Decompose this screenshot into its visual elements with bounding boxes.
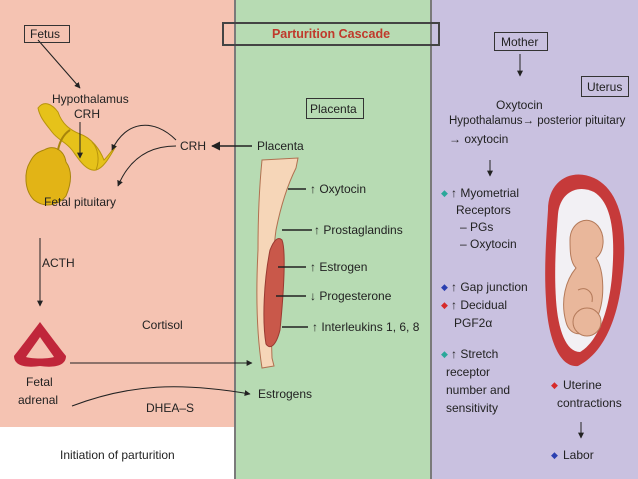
stretch-line-1: ↑ Stretch xyxy=(451,347,499,361)
placenta-item-oxytocin: ↑ Oxytocin xyxy=(310,182,367,196)
labor-label: Labor xyxy=(563,448,594,462)
placenta-source-label: Placenta xyxy=(257,139,304,153)
uterine-line-2: contractions xyxy=(557,396,622,410)
myometrial-line-1: ↑ Myometrial xyxy=(451,186,520,200)
gap-junction-label: ↑ Gap junction xyxy=(451,280,528,294)
teal-bullet-icon-2: ◆ xyxy=(441,349,448,359)
placenta-item-prostaglandins: ↑ Prostaglandins xyxy=(314,223,403,237)
mother-box xyxy=(494,32,548,51)
placenta-box-label: Placenta xyxy=(310,102,357,116)
stretch-line-3: number and xyxy=(446,383,511,397)
red-bullet-icon: ◆ xyxy=(441,300,448,310)
decidual-line-1: ↑ Decidual xyxy=(451,298,508,312)
fetus-box xyxy=(24,25,70,43)
decidual-line-2: PGF2α xyxy=(454,316,493,330)
placenta-crh-label: CRH xyxy=(180,139,206,153)
placenta-item-progesterone: ↓ Progesterone xyxy=(310,289,392,303)
fetus-panel xyxy=(0,0,234,479)
fetal-adrenal-label-2: adrenal xyxy=(18,393,59,407)
placenta-tissue-icon xyxy=(256,157,299,369)
myometrial-line-2: Receptors xyxy=(456,203,511,217)
fetal-crh-label: CRH xyxy=(74,107,100,121)
footer-band xyxy=(0,427,234,479)
uterus-box xyxy=(581,76,629,97)
myometrial-line-4: – Oxytocin xyxy=(460,237,517,251)
oxytocin-label: Oxytocin xyxy=(496,98,543,112)
red-bullet-icon-2: ◆ xyxy=(551,380,558,390)
stretch-line-2: receptor xyxy=(446,365,491,379)
diagram-title: Parturition Cascade xyxy=(271,27,391,41)
placenta-box xyxy=(306,98,364,119)
placenta-item-estrogen: ↑ Estrogen xyxy=(310,260,368,274)
blue-bullet-icon: ◆ xyxy=(441,282,448,292)
fetus-label: Fetus xyxy=(30,27,61,41)
footer-caption: Initiation of parturition xyxy=(60,448,175,462)
oxytocin-pathway-label: → oxytocin xyxy=(449,132,509,146)
fetal-adrenal-icon xyxy=(14,322,66,367)
title-box xyxy=(222,22,440,46)
acth-label: ACTH xyxy=(42,256,75,270)
cortisol-label: Cortisol xyxy=(142,318,183,332)
fetal-pituitary-icon xyxy=(25,129,71,206)
blue-bullet-icon-2: ◆ xyxy=(551,450,558,460)
dhea-s-label: DHEA–S xyxy=(146,401,195,415)
teal-bullet-icon: ◆ xyxy=(441,188,448,198)
uterus-label: Uterus xyxy=(587,80,623,94)
myometrial-line-3: – PGs xyxy=(460,220,494,234)
fetal-adrenal-label-1: Fetal xyxy=(26,375,53,389)
uterus-fetus-icon xyxy=(545,174,625,367)
uterine-line-1: Uterine xyxy=(563,378,602,392)
estrogens-label: Estrogens xyxy=(258,387,313,401)
fetal-pituitary-label: Fetal pituitary xyxy=(44,195,117,209)
stretch-line-4: sensitivity xyxy=(446,401,499,415)
placenta-item-interleukins: ↑ Interleukins 1, 6, 8 xyxy=(312,320,420,334)
hypothalamus-label: Hypothalamus xyxy=(52,92,129,106)
mother-label: Mother xyxy=(501,35,539,49)
hypothalamus-pathway-label: Hypothalamus→ posterior pituitary xyxy=(449,115,626,127)
